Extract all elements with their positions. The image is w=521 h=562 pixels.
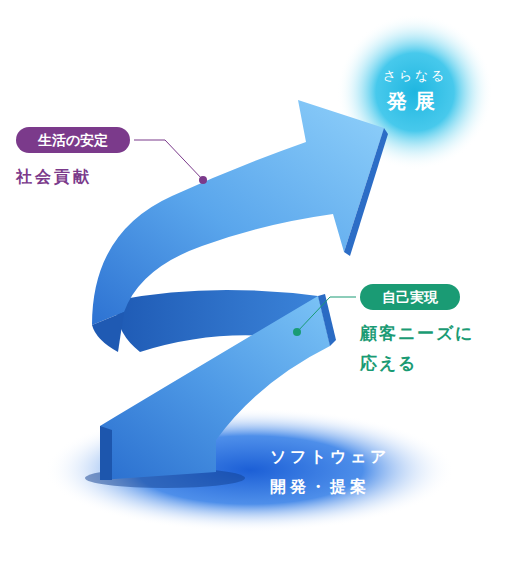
glow-ellipse: ソフトウェア 開発・提案 <box>270 442 440 502</box>
glow-circle: さらなる発展 <box>355 66 475 116</box>
arrow-fold-side <box>318 294 336 346</box>
arrow-upper-band <box>92 100 384 325</box>
pill-label: 生活の安定 <box>16 127 130 153</box>
green-pill-node: 自己実現顧客ニーズに 応える <box>360 284 515 378</box>
arrow-upper-side <box>92 312 124 352</box>
node-subtitle: さらなる <box>355 66 475 86</box>
node-title: 発展 <box>355 86 475 116</box>
node-body: 顧客ニーズに 応える <box>360 318 510 378</box>
leader-line <box>134 140 203 180</box>
purple-pill-node: 生活の安定社会貢献 <box>16 127 216 188</box>
leader-dot <box>199 176 207 184</box>
arrow-base-side <box>100 426 112 480</box>
leader-dot <box>293 328 301 336</box>
node-body: 社会貢献 <box>16 167 216 188</box>
node-title: ソフトウェア 開発・提案 <box>270 442 430 502</box>
pill-label: 自己実現 <box>360 284 460 310</box>
arrow-head-side <box>344 128 388 256</box>
leader-line <box>297 297 356 332</box>
